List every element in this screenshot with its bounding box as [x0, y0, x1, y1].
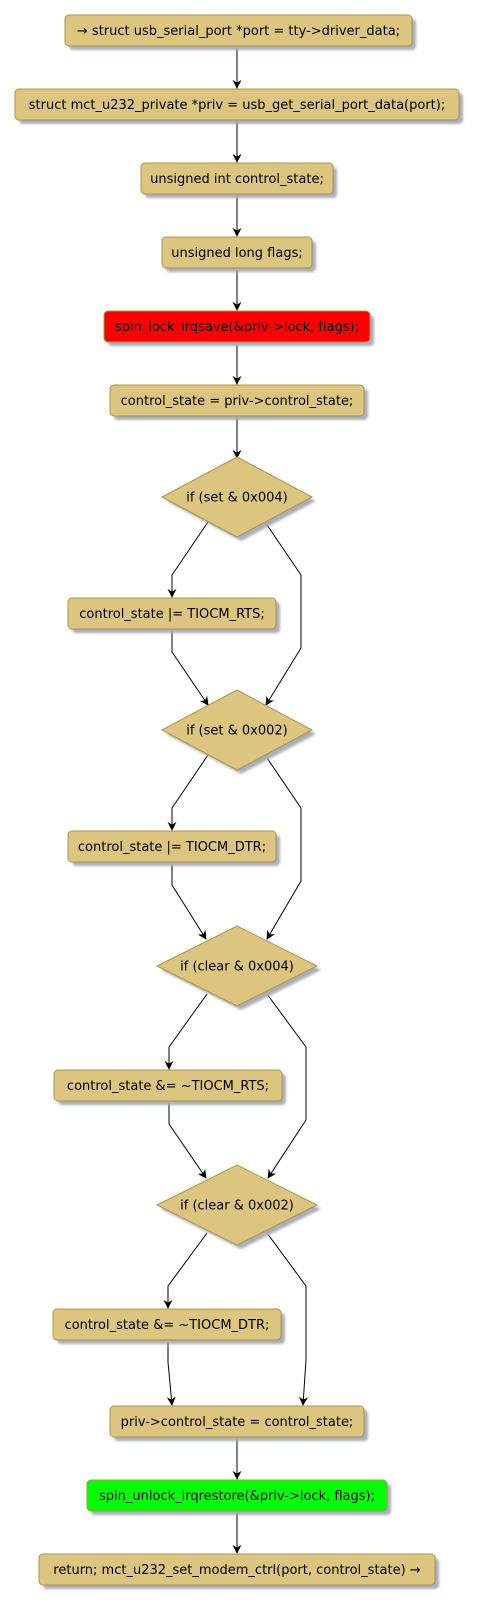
node-n9: return; mct_u232_set_modem_ctrl(port, co… [38, 1553, 439, 1589]
node-n1-label: → struct usb_serial_port *port = tty->dr… [77, 24, 400, 39]
node-a2-label: control_state |= TIOCM_DTR; [78, 840, 266, 855]
node-n3-box [140, 162, 334, 195]
node-a2-box [67, 830, 277, 863]
edge-d4-a4 [163, 1232, 208, 1309]
decision-d2: if (set & 0x002) [160, 689, 316, 774]
node-n4-box [161, 236, 313, 269]
node-n3-label: unsigned int control_state; [150, 172, 324, 187]
node-n5-label: spin_lock_irqsave(&priv->lock, flags); [115, 320, 359, 335]
node-n8-box [86, 1479, 388, 1512]
edge-d2-d3-skip [264, 754, 302, 940]
decision-d4-shape [155, 1164, 319, 1246]
node-n5-box [103, 310, 371, 343]
edge-d1-d2-skip [264, 521, 302, 706]
node-a1-box [67, 597, 277, 630]
decision-d3-shape [155, 925, 319, 1007]
edge-d3-d4-skip [266, 993, 307, 1179]
node-n5: spin_lock_irqsave(&priv->lock, flags); [103, 310, 374, 346]
edge-a3-d4 [168, 1101, 207, 1179]
node-n7: priv->control_state = control_state; [109, 1405, 368, 1441]
node-n1: → struct usb_serial_port *port = tty->dr… [64, 14, 416, 50]
edge-a4-n7 [166, 1340, 176, 1406]
node-n8-label: spin_unlock_irqrestore(&priv->lock, flag… [99, 1489, 375, 1504]
node-a3: control_state &= ~TIOCM_RTS; [53, 1069, 286, 1105]
node-a2: control_state |= TIOCM_DTR; [67, 830, 280, 866]
edge-d3-a3 [164, 993, 208, 1070]
node-a4-box [52, 1308, 282, 1341]
edge-a1-d2 [171, 629, 209, 706]
node-n4-label: unsigned long flags; [171, 246, 303, 261]
node-n3: unsigned int control_state; [140, 162, 337, 198]
node-n6: control_state = priv->control_state; [109, 384, 368, 420]
node-a3-label: control_state &= ~TIOCM_RTS; [67, 1079, 269, 1094]
decision-d4: if (clear & 0x002) [155, 1164, 321, 1249]
edge-d1-a1 [167, 521, 209, 598]
decision-d3-label: if (clear & 0x004) [180, 960, 294, 975]
decision-d1-label: if (set & 0x004) [186, 491, 288, 506]
node-a3-box [53, 1069, 283, 1102]
node-n6-box [109, 384, 365, 417]
node-n2-label: struct mct_u232_private *priv = usb_get_… [29, 98, 445, 113]
edge-d4-n7-skip [266, 1232, 309, 1406]
node-n6-label: control_state = priv->control_state; [121, 394, 354, 409]
node-n9-label: return; mct_u232_set_modem_ctrl(port, co… [53, 1563, 421, 1578]
decision-d4-label: if (clear & 0x002) [180, 1199, 294, 1214]
decision-d1: if (set & 0x004) [160, 456, 316, 541]
node-n9-box [38, 1553, 436, 1586]
node-a4: control_state &= ~TIOCM_DTR; [52, 1308, 285, 1344]
edge-d2-a2 [167, 754, 209, 831]
node-n2-box [14, 88, 460, 121]
node-a1-label: control_state |= TIOCM_RTS; [79, 607, 265, 622]
node-n1-box [64, 14, 413, 47]
decision-d1-shape [160, 456, 314, 538]
node-a1: control_state |= TIOCM_RTS; [67, 597, 280, 633]
decision-d3: if (clear & 0x004) [155, 925, 321, 1010]
decision-d2-label: if (set & 0x002) [186, 724, 288, 739]
node-n4: unsigned long flags; [161, 236, 316, 272]
decision-d2-shape [160, 689, 314, 771]
node-n7-label: priv->control_state = control_state; [121, 1415, 354, 1430]
node-n2: struct mct_u232_private *priv = usb_get_… [14, 88, 463, 124]
node-a4-label: control_state &= ~TIOCM_DTR; [65, 1318, 270, 1333]
node-n7-box [109, 1405, 365, 1438]
edge-a2-d3 [171, 862, 207, 940]
node-n8: spin_unlock_irqrestore(&priv->lock, flag… [86, 1479, 391, 1515]
